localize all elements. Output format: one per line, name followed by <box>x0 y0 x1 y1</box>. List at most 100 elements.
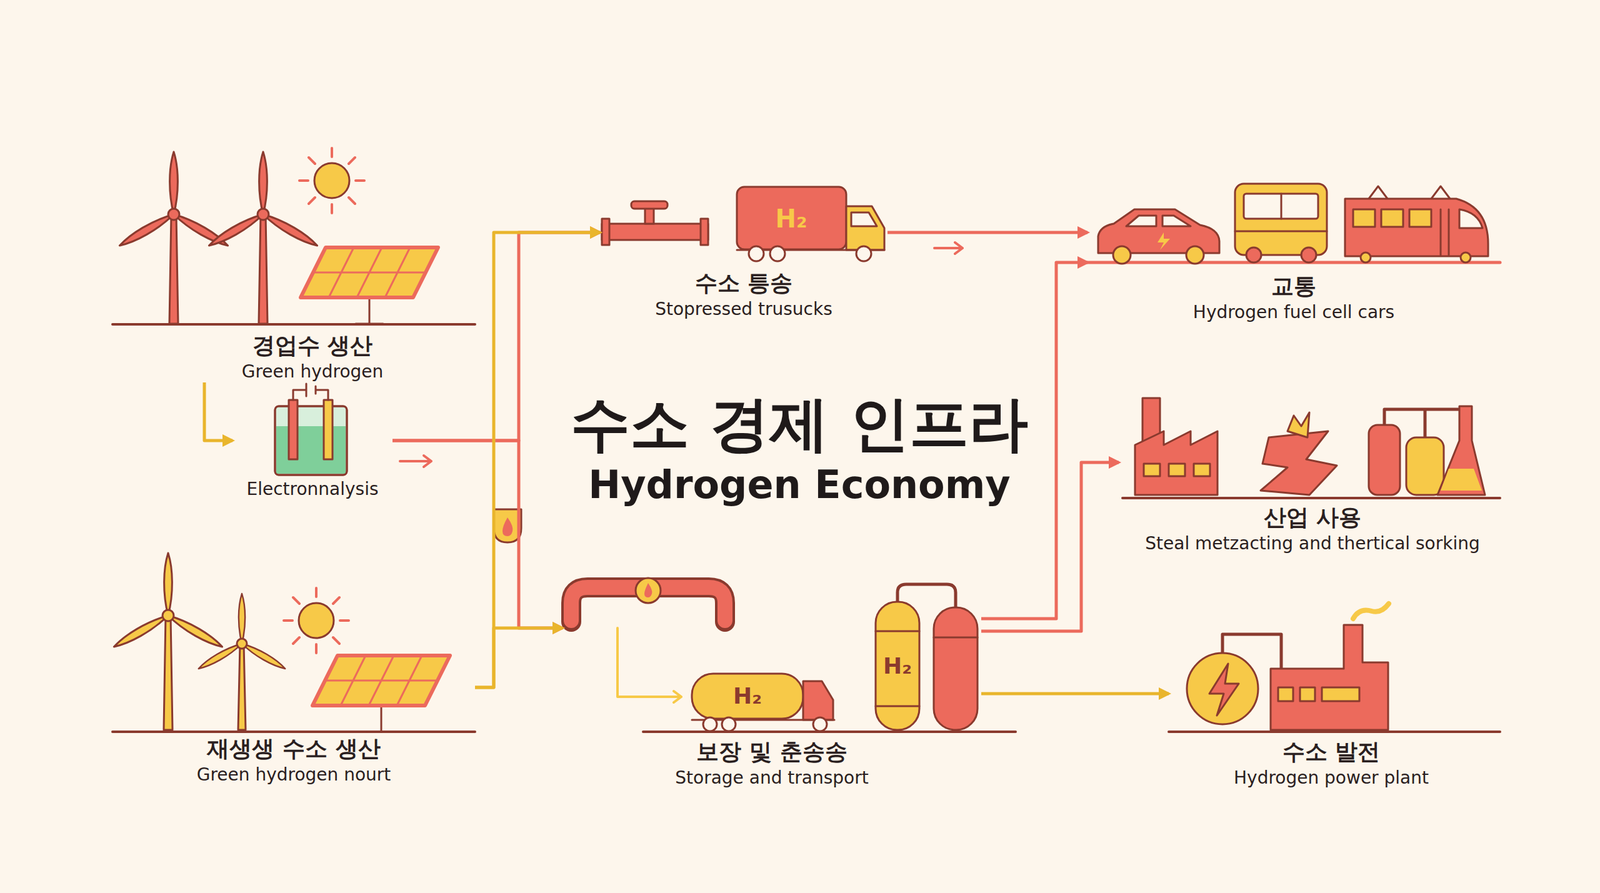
hydrogen-truck-part <box>770 246 785 262</box>
wind-turbine-part <box>258 214 268 324</box>
pipeline-gauge-part <box>644 583 652 598</box>
pipeline-gauge-part <box>635 578 661 604</box>
ground-line-part <box>1168 730 1500 734</box>
fuel-cell-bus-part <box>1235 183 1327 255</box>
storage-tanks-part <box>933 607 978 730</box>
sun-icon-part <box>283 588 349 654</box>
node-text: Storage and transport <box>562 766 982 789</box>
steel-sheet <box>1260 412 1337 495</box>
hydrogen-truck-part <box>691 673 804 719</box>
storage-tanks-part <box>933 636 978 639</box>
hydrogen-truck-part <box>851 212 877 227</box>
fuel-cell-car-part <box>1098 209 1220 254</box>
electrolysis-tank-part <box>275 406 347 475</box>
hydrogen-train-part <box>1353 209 1375 227</box>
electrolysis-tank-part <box>288 400 298 460</box>
power-plant-part <box>1186 653 1259 725</box>
power-plant-part <box>1278 687 1294 702</box>
flow-arrow <box>392 440 563 629</box>
hydrogen-truck-part <box>856 246 872 262</box>
node-text: Hydrogen fuel cell cars <box>1087 301 1500 324</box>
node-heading: 재생생 수소 생산 <box>112 734 475 763</box>
hydrogen-truck-part <box>721 717 736 732</box>
steel-factory <box>1135 398 1218 495</box>
ground-line-part <box>112 323 475 326</box>
wind-turbine-part <box>206 210 265 249</box>
steel-factory-part <box>1135 431 1218 495</box>
node-heading: 교통 <box>1087 271 1500 300</box>
process-node: 교통Hydrogen fuel cell cars <box>1087 178 1500 324</box>
pipeline-valve-part <box>700 218 709 245</box>
electrolysis-tank-part <box>276 426 346 474</box>
wind-turbine-part <box>166 611 225 650</box>
node-heading: 산업 사용 <box>1118 503 1507 532</box>
electrolysis-tank-part <box>293 383 329 400</box>
process-node: 보장 및 춘송송Storage and transport <box>562 575 982 789</box>
hydrogen-train-part <box>1459 209 1483 229</box>
pipeline-valve <box>601 201 709 245</box>
hydrogen-train-part <box>1345 198 1489 257</box>
fuel-cell-car-part <box>1186 246 1204 264</box>
electrolysis-tank-part <box>323 400 333 460</box>
node-heading: 경업수 생산 <box>118 331 507 360</box>
wind-turbine-part <box>196 593 287 672</box>
flow-arrow <box>887 231 1088 235</box>
wind-turbine-part <box>170 151 179 215</box>
process-node: 경업수 생산Green hydrogen <box>118 150 507 383</box>
wind-turbine-part <box>162 610 174 622</box>
fuel-cell-car-part <box>1113 246 1131 264</box>
wind-turbine-part <box>238 643 246 730</box>
hydrogen-train-part <box>1460 252 1471 263</box>
hydrogen-train <box>1345 186 1489 263</box>
steel-sheet-part <box>1287 412 1310 438</box>
pipeline-gauge <box>571 578 725 622</box>
steel-factory-part <box>1193 463 1210 477</box>
node-text: Green hydrogen <box>118 360 507 383</box>
fuel-cell-bus <box>1235 183 1327 263</box>
electrolysis-tank-part <box>275 406 347 475</box>
hydrogen-drop-icon <box>493 509 522 543</box>
hydrogen-truck-part <box>748 246 764 262</box>
hydrogen-truck <box>691 673 835 732</box>
sun-icon <box>299 148 365 214</box>
fuel-cell-car-part <box>1157 232 1170 250</box>
node-text: Electronnalysis <box>232 478 393 500</box>
chemical-plant-part <box>1368 425 1400 495</box>
wind-turbine-part-part <box>238 593 245 644</box>
fuel-cell-bus-part <box>1246 247 1262 263</box>
node-text: Stopressed trusucks <box>600 298 888 320</box>
storage-tanks-part <box>875 601 920 730</box>
solar-panel-part <box>312 655 450 732</box>
fuel-cell-bus-part <box>1235 193 1327 232</box>
process-node: 수소 틍송Stopressed trusucks <box>600 178 888 320</box>
wind-turbine-part <box>168 208 180 220</box>
ground-line-part <box>1087 261 1500 265</box>
hydrogen-truck-part <box>813 717 827 732</box>
node-text: Steal metzacting and thertical sorking <box>1118 532 1507 555</box>
flow-hint-arrow <box>400 455 432 467</box>
hydrogen-train-part <box>1360 252 1371 263</box>
electrolysis-tank <box>275 383 347 475</box>
sun-icon <box>283 588 349 654</box>
flow-arrow <box>981 692 1169 696</box>
hydrogen-truck-part <box>736 186 847 250</box>
wind-turbine-part <box>169 214 179 324</box>
wind-turbine-part <box>259 151 268 215</box>
hydrogen-truck-part <box>846 206 885 250</box>
node-text: Hydrogen power plant <box>1168 766 1494 789</box>
chemical-symbol: H₂ <box>775 205 808 233</box>
wind-turbine-part <box>111 611 170 650</box>
process-node: 재생생 수소 생산Green hydrogen nourt <box>112 550 475 786</box>
steel-factory-part <box>1143 463 1160 477</box>
wind-turbine-part <box>257 208 269 220</box>
pipeline-valve-part <box>631 201 668 209</box>
ground-line-part <box>1122 496 1500 500</box>
steel-sheet-part <box>1260 431 1337 495</box>
ground-line <box>112 262 1500 732</box>
hydrogen-train-part <box>1368 186 1450 199</box>
storage-tanks-part <box>875 631 920 707</box>
sun-icon-part <box>299 148 365 214</box>
chemical-plant-part <box>1440 468 1482 491</box>
flow-arrow <box>204 382 233 441</box>
